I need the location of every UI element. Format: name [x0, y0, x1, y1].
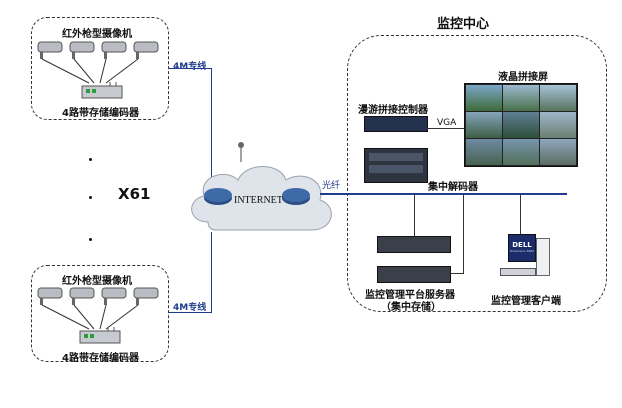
server-label-1: 监控管理平台服务器 [365, 290, 455, 301]
remote-site-bottom [31, 265, 169, 362]
client-brand: DELL [512, 241, 532, 249]
bottom-link-line-h [169, 312, 212, 313]
top-encoder-icon [81, 82, 123, 99]
video-tile [503, 85, 539, 111]
video-tile [503, 139, 539, 165]
wall-controller-label: 漫游拼接控制器 [358, 105, 428, 116]
wall-controller-device [364, 116, 428, 132]
top-camera-label: 红外枪型摄像机 [62, 29, 132, 40]
server-unit [377, 236, 451, 253]
camera-icon [133, 287, 159, 305]
video-wall-label: 液晶拼接屏 [498, 72, 548, 83]
top-link-line-v [211, 68, 212, 180]
camera-icon [69, 41, 95, 59]
client-monitor-icon: DELL Dimension 4600 [508, 234, 536, 262]
ellipsis-dot [89, 238, 92, 241]
video-tile [466, 112, 502, 138]
decoder-label: 集中解码器 [428, 182, 478, 193]
monitoring-center-box [347, 35, 607, 312]
client-label: 监控管理客户端 [491, 296, 561, 307]
bottom-link-label: 4M专线 [173, 303, 207, 313]
top-encoder-label: 4路带存储编码器 [62, 108, 139, 119]
video-tile [503, 112, 539, 138]
video-tile [540, 112, 576, 138]
internet-cloud-icon [191, 166, 332, 231]
bottom-encoder-label: 4路带存储编码器 [62, 353, 139, 364]
fiber-label: 光纤 [322, 181, 341, 191]
monitor-text: Dimension 4600 [509, 249, 535, 253]
video-tile [466, 85, 502, 111]
client-link-line [520, 194, 521, 234]
internet-label: INTERNET [234, 195, 283, 206]
client-tower-icon [536, 238, 550, 276]
camera-icon [101, 41, 127, 59]
server-link-line [414, 194, 415, 236]
antenna-icon [238, 142, 244, 162]
server-unit [377, 266, 451, 283]
ellipsis-dot [89, 196, 92, 199]
ellipsis-dot [89, 158, 92, 161]
fiber-backbone-line [320, 193, 567, 195]
decoder-device [364, 148, 428, 183]
camera-icon [69, 287, 95, 305]
bottom-encoder-icon [79, 327, 121, 344]
server-label-2: （集中存储） [381, 302, 441, 313]
top-camera-group [37, 41, 159, 84]
server-link-line-2 [463, 194, 464, 274]
bottom-camera-label: 红外枪型摄像机 [62, 276, 132, 287]
monitoring-center-title: 监控中心 [437, 17, 490, 32]
video-tile [466, 139, 502, 165]
client-keyboard-icon [500, 268, 536, 276]
server-link-line-3 [449, 273, 463, 274]
vga-label: VGA [437, 118, 457, 128]
camera-icon [37, 41, 63, 59]
vga-line [426, 128, 464, 129]
top-link-line-h [169, 68, 212, 69]
bottom-link-line-v [211, 232, 212, 313]
camera-icon [37, 287, 63, 305]
video-tile [540, 85, 576, 111]
multiplier-label: X61 [118, 185, 151, 203]
video-wall [464, 83, 578, 167]
remote-site-top [31, 17, 169, 120]
top-link-label: 4M专线 [173, 62, 207, 72]
bottom-camera-group [37, 287, 159, 330]
video-tile [540, 139, 576, 165]
camera-icon [133, 41, 159, 59]
camera-icon [101, 287, 127, 305]
